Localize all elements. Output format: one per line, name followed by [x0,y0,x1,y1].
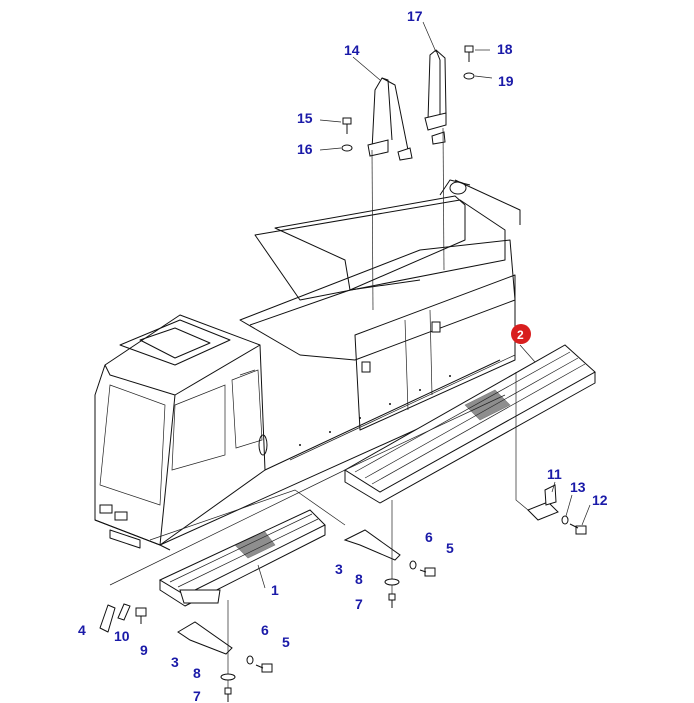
washer-13 [561,515,569,525]
bracket-3-upper [343,500,436,608]
callouts: 17 14 18 19 15 16 2 11 13 12 6 5 3 8 7 1… [78,8,608,703]
callout-8-upper: 8 [355,571,363,587]
callout-5-upper: 5 [446,540,454,556]
handrail-17 [424,49,447,271]
callout-2: 2 [517,328,524,342]
walkway-plate-lower [158,509,326,607]
callout-6-upper: 6 [425,529,433,545]
callout-3-upper: 3 [335,561,343,577]
handrail-14 [367,77,413,311]
callout-15: 15 [297,110,313,126]
walkway-plate-upper [344,344,596,504]
callout-5-lower: 5 [282,634,290,650]
callout-19: 19 [498,73,514,89]
callout-12: 12 [592,492,608,508]
bolt-10 [117,603,131,621]
callout-17: 17 [407,8,423,24]
callout-4: 4 [78,622,86,638]
bolt-18 [464,45,474,62]
callout-11: 11 [547,466,562,482]
bolt-15 [342,117,352,134]
washer-16 [341,144,353,152]
callout-3-lower: 3 [171,654,179,670]
handle-4 [99,604,116,633]
frame-rivets [299,375,451,446]
callout-13: 13 [570,479,586,495]
callout-18: 18 [497,41,513,57]
bracket-11 [515,372,559,521]
bracket-3-lower [177,600,273,702]
callout-8-lower: 8 [193,665,201,681]
callout-1: 1 [271,582,279,598]
callout-16: 16 [297,141,313,157]
bolt-9 [135,607,147,624]
callout-7-upper: 7 [355,596,363,612]
excavator-body [94,179,561,551]
bolt-12 [569,523,587,535]
washer-19 [463,72,475,80]
highlight-marker [511,324,531,344]
callout-14: 14 [344,42,360,58]
callout-10: 10 [114,628,130,644]
leader-lines [257,21,591,589]
callout-9: 9 [140,642,148,658]
callout-6-lower: 6 [261,622,269,638]
callout-7-lower: 7 [193,688,201,703]
